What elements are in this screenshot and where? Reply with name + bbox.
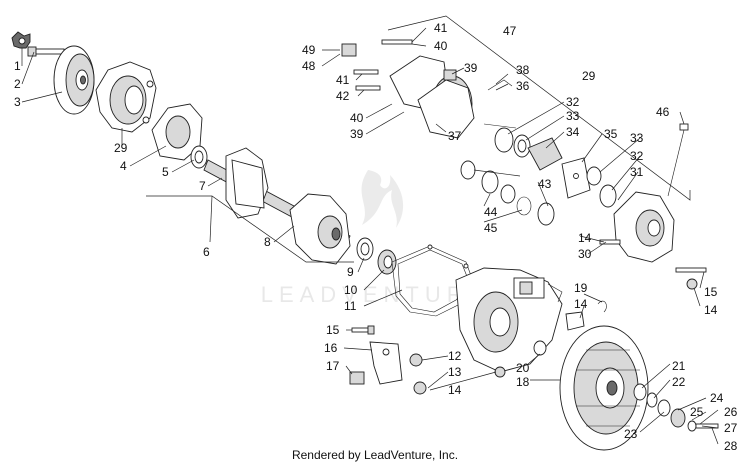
callout-47: 47 (503, 24, 517, 38)
callout-32: 32 (566, 95, 580, 109)
callout-8: 8 (264, 235, 271, 249)
part-seals-9-10 (356, 237, 397, 275)
callout-35: 35 (604, 127, 618, 141)
callout-37: 37 (448, 129, 462, 143)
callout-12: 12 (448, 349, 462, 363)
callout-19: 19 (574, 281, 588, 295)
callout-23: 23 (624, 427, 638, 441)
callout-14: 14 (448, 383, 462, 397)
part-screw-15 (351, 325, 375, 335)
callout-6: 6 (203, 245, 210, 259)
callout-41: 41 (434, 21, 448, 35)
part-right-nut (675, 267, 707, 290)
callout-4: 4 (120, 159, 127, 173)
callout-40b: 40 (350, 111, 364, 125)
callout-1: 1 (14, 59, 21, 73)
part-right-bearing-housing (586, 123, 689, 263)
callout-13: 13 (448, 365, 462, 379)
callout-18: 18 (516, 375, 530, 389)
callout-34: 34 (566, 125, 580, 139)
callout-22: 22 (672, 375, 686, 389)
part-pulley-3 (53, 45, 95, 115)
callout-2: 2 (14, 77, 21, 91)
callout-16: 16 (324, 341, 338, 355)
callout-15: 15 (326, 323, 340, 337)
callout-7: 7 (199, 179, 206, 193)
callout-39b: 39 (350, 127, 364, 141)
part-plate-35 (561, 157, 591, 199)
callout-10: 10 (344, 283, 358, 297)
watermark-text: LEADVENTURE (261, 282, 490, 307)
part-bolt-2 (27, 46, 65, 57)
callout-36: 36 (516, 79, 530, 93)
callout-33: 33 (566, 109, 580, 123)
callout-31: 31 (630, 165, 644, 179)
part-gasket-4 (151, 103, 203, 161)
part-drawings (11, 31, 719, 451)
part-clutch-18 (559, 325, 649, 451)
callout-44: 44 (484, 205, 498, 219)
footer-credit: Rendered by LeadVenture, Inc. (291, 448, 459, 462)
callout-20: 20 (516, 361, 530, 375)
part-housing-29-left (95, 61, 157, 133)
callout-39: 39 (464, 61, 478, 75)
callout-45: 45 (484, 221, 498, 235)
part-knob-1 (11, 31, 31, 49)
part-clip-19 (533, 300, 607, 356)
callout-17: 17 (326, 359, 340, 373)
callout-9: 9 (347, 265, 354, 279)
part-gearcase (455, 267, 563, 373)
part-bracket-16 (349, 341, 403, 385)
leader-lines (21, 15, 719, 445)
part-bearings-32-33 (494, 127, 563, 171)
callout-29: 29 (114, 141, 128, 155)
part-washers-21-28 (633, 383, 719, 432)
callout-40: 40 (434, 39, 448, 53)
callout-14c: 14 (704, 303, 718, 317)
part-rings-43-45 (460, 160, 555, 226)
callout-33b: 33 (630, 131, 644, 145)
callout-15b: 15 (704, 285, 718, 299)
callout-49: 49 (302, 43, 316, 57)
callout-26: 26 (724, 405, 738, 419)
callout-14d: 14 (574, 297, 588, 311)
part-right-housing (341, 39, 517, 139)
callout-29b: 29 (582, 69, 596, 83)
callout-46: 46 (656, 105, 670, 119)
callout-38: 38 (516, 63, 530, 77)
callout-48: 48 (302, 59, 316, 73)
callout-41b: 41 (336, 73, 350, 87)
callout-43: 43 (538, 177, 552, 191)
callout-11: 11 (344, 299, 357, 313)
callout-3: 3 (14, 95, 21, 109)
callout-5: 5 (162, 165, 169, 179)
callout-14b: 14 (578, 231, 592, 245)
part-nuts (409, 353, 506, 395)
callout-24: 24 (710, 391, 724, 405)
callout-25: 25 (690, 405, 704, 419)
part-driveshaft-6 (203, 147, 351, 265)
callout-27: 27 (724, 421, 738, 435)
callout-32b: 32 (630, 149, 644, 163)
callout-labels: 1 2 3 29 4 5 7 6 8 9 10 11 15 16 17 12 1… (14, 21, 738, 453)
callout-28: 28 (724, 439, 738, 453)
callout-42: 42 (336, 89, 350, 103)
callout-30: 30 (578, 247, 592, 261)
callout-21: 21 (672, 359, 686, 373)
part-ring-5 (190, 145, 208, 169)
